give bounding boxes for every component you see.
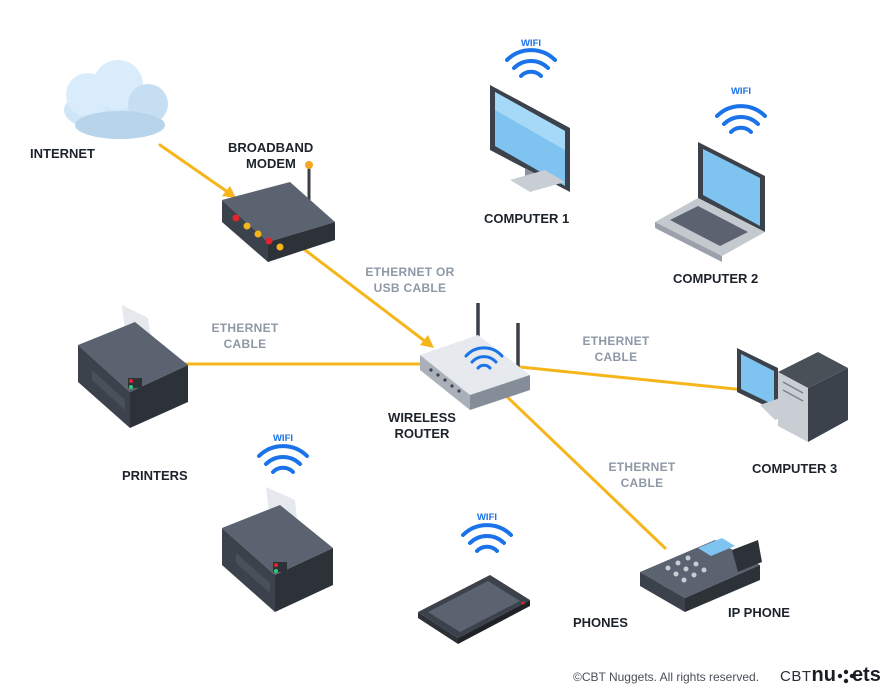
label-phones: PHONES — [573, 615, 628, 630]
label-router-line-1: WIRELESS — [388, 410, 456, 425]
cable-router-computer3 — [518, 365, 747, 392]
label-ethernet-printer-line-1: ETHERNET — [211, 321, 279, 335]
brand-logo-dots-icon — [837, 669, 855, 684]
cable-router-ipphone — [498, 388, 667, 550]
label-ethernet-printer-line-2: CABLE — [223, 337, 267, 351]
router-wifi-icon — [464, 346, 504, 370]
cable-internet-modem — [158, 143, 234, 197]
label-router-line-2: ROUTER — [394, 426, 450, 441]
wifi-icon-printer — [257, 444, 309, 474]
label-broadband-modem: BROADBAND MODEM — [228, 140, 313, 172]
router-icon — [420, 303, 530, 410]
smartphone-icon — [418, 575, 530, 644]
laptop-icon — [655, 142, 765, 262]
label-ethernet-cable-printer: ETHERNET CABLE — [205, 320, 285, 352]
label-computer-2: COMPUTER 2 — [673, 271, 759, 286]
modem-icon — [222, 161, 335, 262]
label-modem-line-2: MODEM — [246, 156, 296, 171]
ip-phone-icon — [640, 538, 762, 612]
copyright-text: ©CBT Nuggets. All rights reserved. — [573, 670, 760, 684]
cables — [158, 143, 747, 550]
cable-modem-router — [303, 248, 432, 347]
wifi-label-computer-1: WIFI — [520, 38, 542, 49]
arrow-into-router — [420, 335, 434, 348]
label-wireless-router: WIRELESS ROUTER — [387, 410, 457, 442]
brand-logo-prefix: CBT — [780, 668, 812, 685]
label-ethernet-cable-computer-3: ETHERNET CABLE — [576, 333, 656, 365]
wifi-label-printer: WIFI — [272, 433, 294, 444]
label-ethernet-or-usb-line-2: USB CABLE — [373, 281, 447, 295]
label-ethernet-computer3-line-1: ETHERNET — [582, 334, 650, 348]
printer-icon — [78, 305, 188, 428]
label-computer-3: COMPUTER 3 — [752, 461, 838, 476]
wifi-label-computer-2: WIFI — [730, 86, 752, 97]
cable-arrowheads — [222, 186, 434, 348]
wifi-icon-computer-2 — [715, 104, 767, 134]
label-ethernet-computer3-line-2: CABLE — [594, 350, 638, 364]
label-ip-phone: IP PHONE — [728, 605, 790, 620]
label-ethernet-or-usb-line-1: ETHERNET OR — [365, 265, 455, 279]
label-modem-line-1: BROADBAND — [228, 140, 314, 155]
desktop-computer-icon — [737, 348, 848, 442]
wifi-label-phone: WIFI — [476, 512, 498, 523]
label-ethernet-or-usb-cable: ETHERNET OR USB CABLE — [358, 264, 462, 296]
arrow-into-modem — [222, 186, 236, 198]
label-ethernet-cable-ip-phone: ETHERNET CABLE — [602, 459, 682, 491]
monitor-icon — [490, 85, 570, 192]
cloud-icon — [64, 60, 168, 139]
label-computer-1: COMPUTER 1 — [484, 211, 570, 226]
label-ethernet-ipphone-line-1: ETHERNET — [608, 460, 676, 474]
label-internet: INTERNET — [30, 146, 95, 161]
label-ethernet-ipphone-line-2: CABLE — [620, 476, 664, 490]
wifi-icon-phone — [461, 523, 513, 553]
wifi-printer-icon — [222, 487, 333, 612]
label-printers: PRINTERS — [122, 468, 188, 483]
wifi-icon-computer-1 — [505, 48, 557, 78]
